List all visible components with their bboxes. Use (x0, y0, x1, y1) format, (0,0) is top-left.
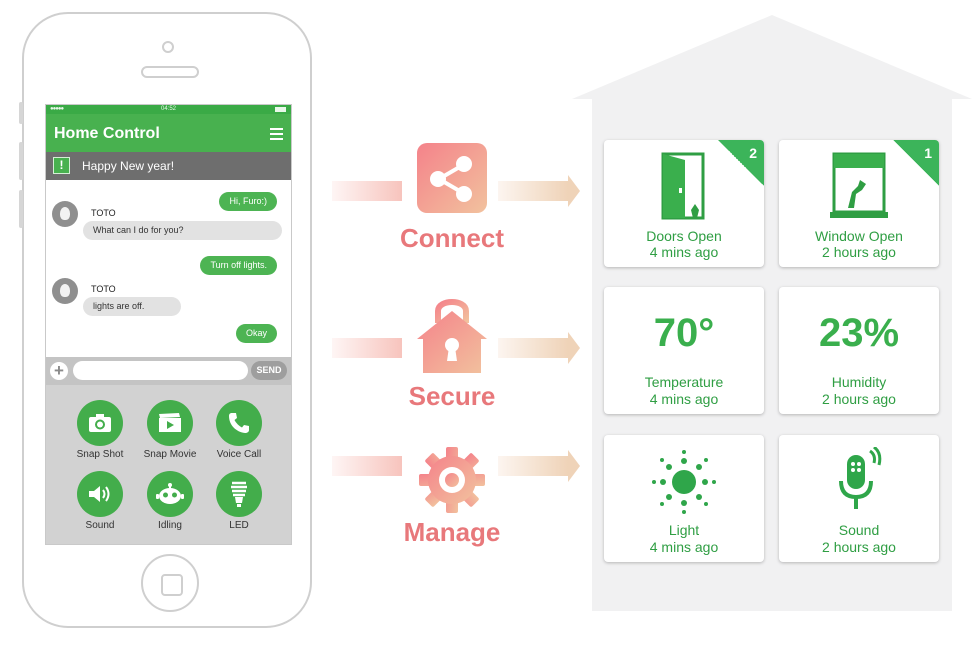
tile-title: Doors Open (646, 228, 722, 244)
gear-icon (417, 445, 487, 515)
chat-bubble-user: Turn off lights. (200, 256, 277, 275)
flow-arrow-out (498, 450, 580, 482)
tile-title: Light (668, 522, 700, 538)
feature-secure: Secure (332, 293, 582, 413)
bot-name: TOTO (91, 284, 116, 294)
badge-corner: 1 (893, 140, 939, 186)
tile-time: 2 hours ago (822, 244, 896, 260)
chat-bubble-user: Okay (235, 324, 277, 343)
flow-arrow-out (498, 175, 580, 207)
status-time: 04:52 (160, 106, 176, 112)
notice-text: Happy New year! (82, 159, 175, 173)
battery-icon (275, 107, 286, 112)
bot-avatar (52, 201, 78, 227)
sound-button[interactable]: Sound (65, 471, 135, 531)
tile-time: 4 mins ago (649, 244, 719, 260)
tile-temperature[interactable]: 70° Temperature 4 mins ago (604, 287, 764, 414)
tile-time: 4 mins ago (649, 391, 719, 407)
robot-icon (147, 471, 193, 517)
add-attachment-icon[interactable]: + (50, 362, 68, 380)
camera-icon (77, 400, 123, 446)
action-label: Snap Movie (143, 449, 197, 460)
feature-connect: Connect (332, 143, 582, 258)
hamburger-menu-icon[interactable] (270, 128, 283, 143)
flow-arrow-in (332, 181, 402, 201)
tile-light[interactable]: Light 4 mins ago (604, 435, 764, 562)
volume-up-button (19, 142, 23, 180)
badge-corner: 2 (718, 140, 764, 186)
alert-icon: ! (53, 157, 70, 174)
humidity-value: 23% (818, 311, 900, 355)
action-label: Snap Shot (76, 449, 124, 460)
notice-banner[interactable]: ! Happy New year! (46, 152, 291, 180)
tile-title: Sound (838, 522, 880, 538)
door-icon (604, 152, 764, 220)
front-camera (162, 41, 174, 53)
tile-title: Window Open (815, 228, 903, 244)
app-title: Home Control (54, 125, 160, 142)
phone-screen: ●●●●● 04:52 Home Control ! Happy New yea… (45, 104, 292, 545)
feature-manage: Manage (332, 443, 582, 558)
chat-bubble-user: Hi, Furo:) (219, 192, 277, 211)
temperature-value: 70° (653, 311, 715, 355)
mute-switch (19, 102, 23, 124)
sun-icon (604, 447, 764, 517)
earpiece-speaker (141, 66, 199, 78)
feature-label: Secure (408, 381, 496, 411)
flow-arrow-in (332, 456, 402, 476)
tile-time: 2 hours ago (822, 539, 896, 555)
status-bar: ●●●●● 04:52 (46, 105, 291, 114)
tile-humidity[interactable]: 23% Humidity 2 hours ago (779, 287, 939, 414)
tile-sound[interactable]: Sound 2 hours ago (779, 435, 939, 562)
message-input[interactable] (73, 361, 248, 380)
tile-time: 4 mins ago (649, 539, 719, 555)
bot-avatar (52, 278, 78, 304)
action-label: LED (229, 520, 249, 531)
snap-movie-button[interactable]: Snap Movie (135, 400, 205, 460)
share-icon (417, 143, 487, 213)
feature-label: Manage (403, 517, 501, 547)
phone-icon (216, 400, 262, 446)
app-header: Home Control (46, 114, 291, 152)
flow-arrow-out (498, 332, 580, 364)
tile-title: Humidity (831, 374, 887, 390)
signal-icon: ●●●●● (50, 106, 64, 112)
tile-title: Temperature (644, 374, 724, 390)
house-panel: 2 Doors Open 4 mins ago 1 Window Open 2 … (572, 15, 972, 611)
chat-area: Hi, Furo:) TOTO What can I do for you? T… (46, 180, 291, 357)
home-button[interactable] (141, 554, 199, 612)
badge-count: 1 (924, 145, 932, 161)
chat-bubble-bot: What can I do for you? (83, 221, 282, 240)
flow-arrow-in (332, 338, 402, 358)
voice-call-button[interactable]: Voice Call (204, 400, 274, 460)
action-label: Idling (158, 520, 182, 531)
window-icon (779, 152, 939, 220)
bulb-icon (216, 471, 262, 517)
action-grid: Snap Shot Snap Movie Voice Call Sound I (46, 385, 291, 544)
feature-label: Connect (400, 223, 504, 253)
tile-doors[interactable]: 2 Doors Open 4 mins ago (604, 140, 764, 267)
send-button[interactable]: SEND (251, 361, 287, 380)
idling-button[interactable]: Idling (135, 471, 205, 531)
volume-down-button (19, 190, 23, 228)
action-label: Sound (85, 520, 115, 531)
snap-shot-button[interactable]: Snap Shot (65, 400, 135, 460)
tile-time: 2 hours ago (822, 391, 896, 407)
tile-window[interactable]: 1 Window Open 2 hours ago (779, 140, 939, 267)
microphone-icon (779, 447, 939, 517)
chat-bubble-bot: lights are off. (83, 297, 181, 316)
badge-count: 2 (749, 145, 757, 161)
action-label: Voice Call (216, 449, 262, 460)
speaker-icon (77, 471, 123, 517)
bot-name: TOTO (91, 208, 116, 218)
lock-house-icon (417, 293, 487, 373)
movie-icon (147, 400, 193, 446)
led-button[interactable]: LED (204, 471, 274, 531)
message-input-bar: + SEND (46, 357, 291, 385)
